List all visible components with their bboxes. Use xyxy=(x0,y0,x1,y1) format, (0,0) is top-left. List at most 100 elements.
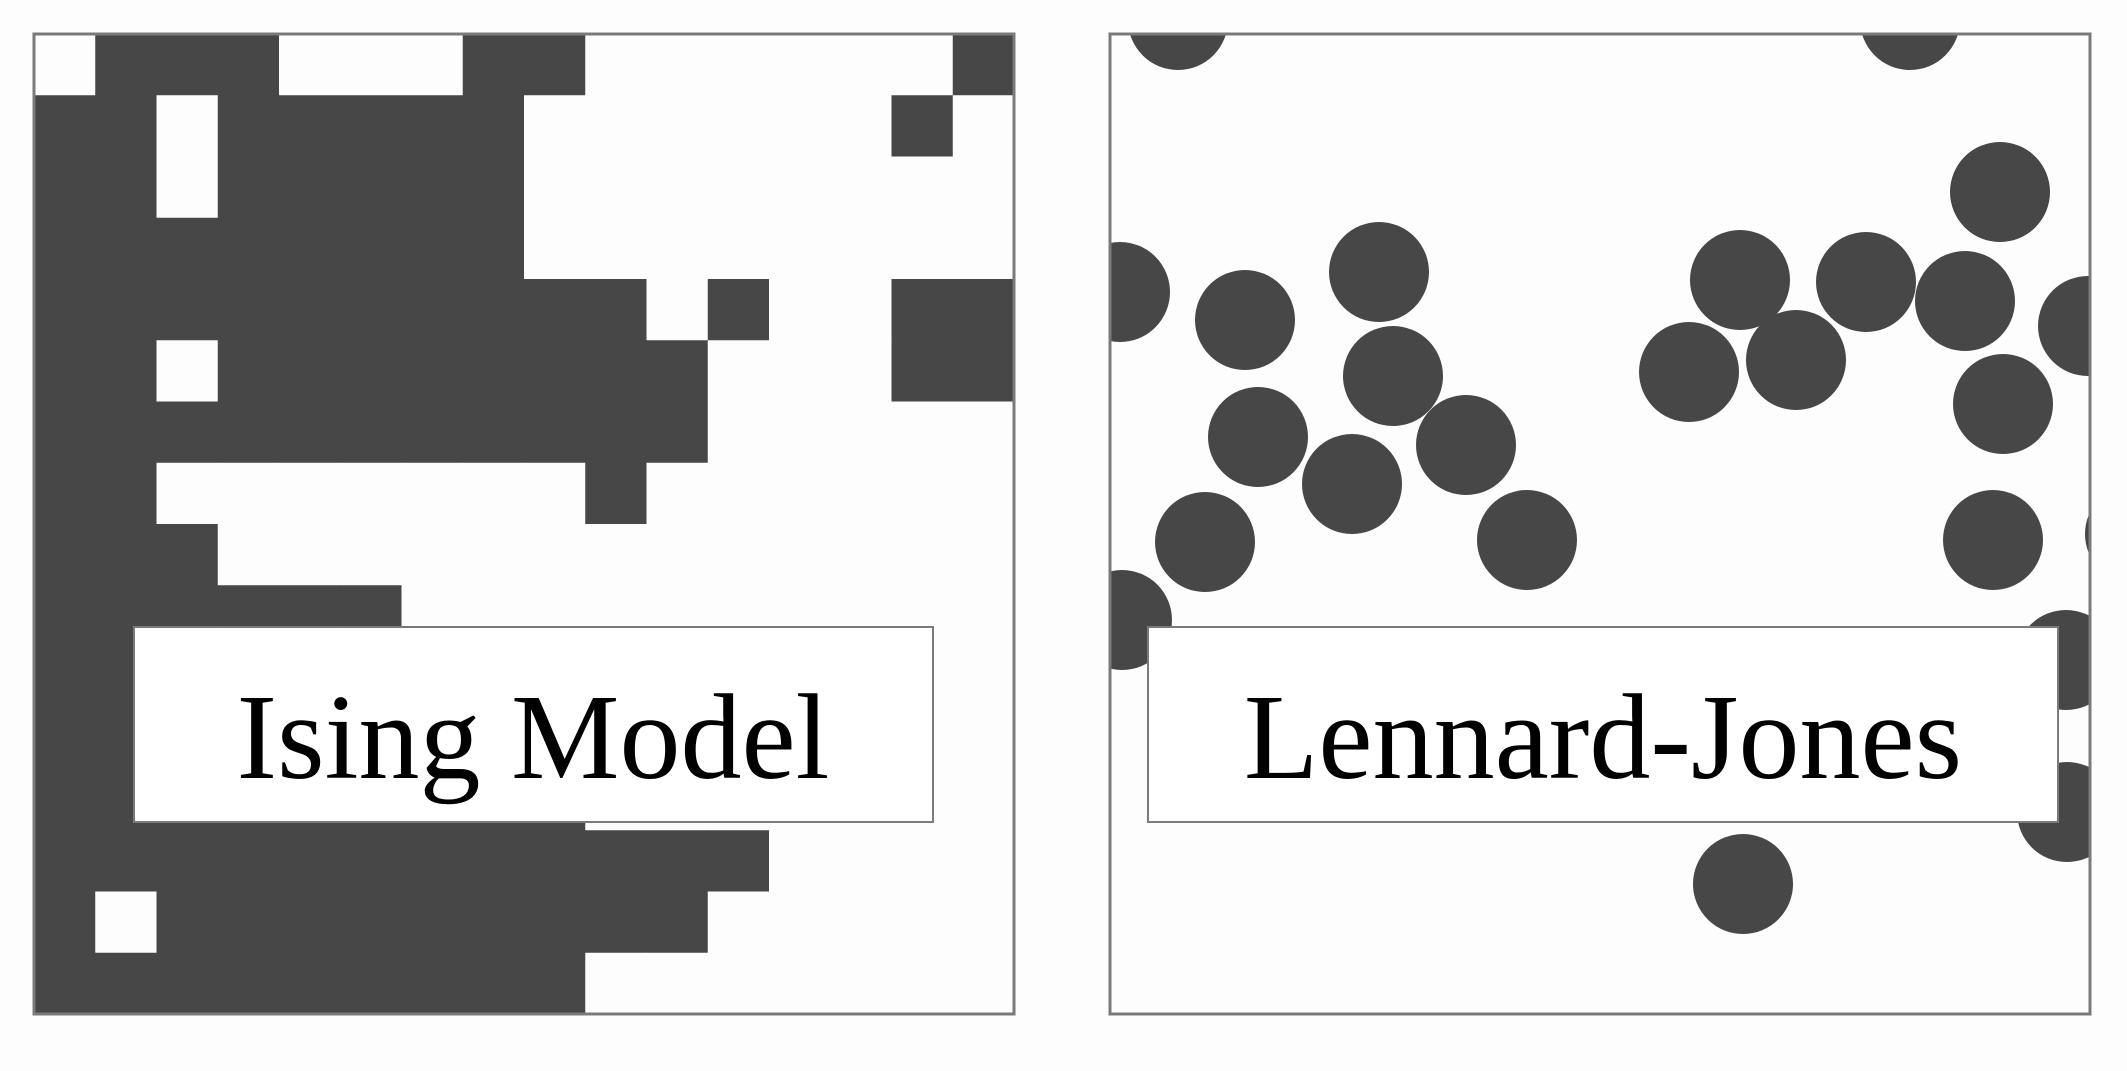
spin-down-cell xyxy=(524,34,586,96)
spin-up-cell xyxy=(34,34,96,96)
particle xyxy=(2038,276,2090,376)
spin-up-cell xyxy=(830,217,893,280)
spin-up-cell xyxy=(95,891,158,954)
spin-up-cell xyxy=(891,34,954,96)
spin-up-cell xyxy=(585,34,648,96)
spin-down-cell xyxy=(401,217,464,280)
spin-down-cell xyxy=(34,217,96,280)
spin-down-cell xyxy=(34,646,96,709)
spin-down-cell xyxy=(707,830,770,893)
particle xyxy=(1943,490,2043,590)
spin-up-cell xyxy=(340,462,403,525)
spin-up-cell xyxy=(401,524,464,586)
spin-down-cell xyxy=(401,830,464,893)
spin-down-cell xyxy=(156,524,219,586)
spin-up-cell xyxy=(585,95,648,158)
spin-up-cell xyxy=(646,217,709,280)
spin-up-cell xyxy=(769,34,831,96)
spin-down-cell xyxy=(462,830,525,893)
spin-up-cell xyxy=(340,34,403,96)
spin-down-cell xyxy=(279,952,341,1015)
spin-down-cell xyxy=(34,340,96,403)
spin-down-cell xyxy=(279,95,341,158)
spin-down-cell xyxy=(524,279,586,341)
spin-down-cell xyxy=(462,401,525,464)
spin-down-cell xyxy=(646,401,709,464)
spin-down-cell xyxy=(891,340,954,403)
spin-up-cell xyxy=(830,401,893,464)
spin-up-cell xyxy=(952,830,1015,893)
spin-down-cell xyxy=(156,891,219,954)
spin-down-cell xyxy=(585,891,648,954)
spin-up-cell xyxy=(952,524,1015,586)
ising-label-box xyxy=(133,626,934,823)
spin-up-cell xyxy=(769,401,831,464)
particle xyxy=(1816,232,1916,332)
spin-down-cell xyxy=(95,462,158,525)
spin-down-cell xyxy=(585,340,648,403)
spin-up-cell xyxy=(891,524,954,586)
spin-down-cell xyxy=(217,95,280,158)
spin-up-cell xyxy=(156,340,219,403)
spin-down-cell xyxy=(217,279,280,341)
lj-label-box xyxy=(1147,626,2059,823)
particle xyxy=(1639,322,1739,422)
spin-up-cell xyxy=(646,95,709,158)
ising-panel-frame xyxy=(32,32,1016,1016)
spin-up-cell xyxy=(769,340,831,403)
spin-up-cell xyxy=(830,95,893,158)
spin-up-cell xyxy=(952,585,1015,648)
spin-down-cell xyxy=(401,340,464,403)
spin-down-cell xyxy=(95,340,158,403)
spin-up-cell xyxy=(707,95,770,158)
spin-down-cell xyxy=(891,95,954,158)
spin-up-cell xyxy=(707,156,770,219)
spin-down-cell xyxy=(952,340,1015,403)
spin-up-cell xyxy=(646,34,709,96)
spin-up-cell xyxy=(156,95,219,158)
spin-down-cell xyxy=(524,891,586,954)
spin-down-cell xyxy=(462,952,525,1015)
spin-down-cell xyxy=(217,217,280,280)
spin-up-cell xyxy=(646,952,709,1015)
spin-down-cell xyxy=(156,217,219,280)
spin-down-cell xyxy=(401,95,464,158)
spin-up-cell xyxy=(585,952,648,1015)
particle xyxy=(1416,395,1516,495)
spin-up-cell xyxy=(279,524,341,586)
spin-up-cell xyxy=(952,769,1015,831)
spin-down-cell xyxy=(462,891,525,954)
particle xyxy=(1195,270,1295,370)
spin-up-cell xyxy=(156,462,219,525)
spin-down-cell xyxy=(217,340,280,403)
spin-up-cell xyxy=(952,646,1015,709)
spin-down-cell xyxy=(524,401,586,464)
spin-down-cell xyxy=(34,952,96,1015)
particle xyxy=(1110,242,1170,342)
spin-up-cell xyxy=(952,401,1015,464)
spin-down-cell xyxy=(156,952,219,1015)
spin-down-cell xyxy=(585,279,648,341)
spin-up-cell xyxy=(279,34,341,96)
spin-up-cell xyxy=(830,279,893,341)
lj-panel-background xyxy=(1110,34,2090,1014)
spin-up-cell xyxy=(891,156,954,219)
spin-up-cell xyxy=(952,707,1015,770)
particle xyxy=(1343,326,1443,426)
spin-down-cell xyxy=(279,217,341,280)
spin-down-cell xyxy=(34,401,96,464)
spin-down-cell xyxy=(34,95,96,158)
spin-up-cell xyxy=(830,156,893,219)
spin-up-cell xyxy=(952,952,1015,1015)
spin-down-cell xyxy=(34,891,96,954)
spin-down-cell xyxy=(34,524,96,586)
spin-down-cell xyxy=(279,830,341,893)
spin-up-cell xyxy=(707,340,770,403)
spin-up-cell xyxy=(952,217,1015,280)
spin-down-cell xyxy=(340,279,403,341)
spin-down-cell xyxy=(401,891,464,954)
spin-down-cell xyxy=(156,401,219,464)
spin-down-cell xyxy=(462,34,525,96)
lennard-jones-panel: Lennard-Jones xyxy=(1108,32,2092,1016)
spin-up-cell xyxy=(952,891,1015,954)
